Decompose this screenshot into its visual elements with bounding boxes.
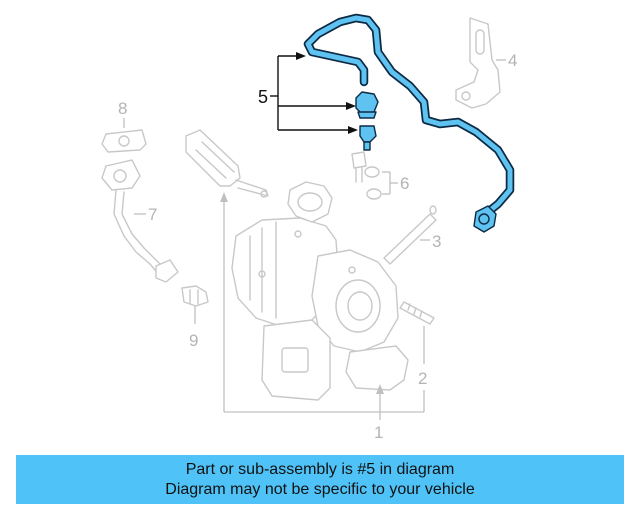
info-banner: Part or sub-assembly is #5 in diagram Di… (16, 455, 624, 504)
part-7-oil-pipe: 7 (101, 159, 179, 283)
callout-5: 5 (258, 87, 268, 107)
part-9-fitting: 9 (181, 285, 209, 350)
part-4-bracket: 4 (455, 17, 517, 109)
wastegate-actuator (185, 129, 269, 198)
part-2-stud: 2 (399, 301, 435, 412)
callout-3: 3 (432, 232, 441, 251)
banner-line-1: Part or sub-assembly is #5 in diagram (185, 461, 455, 478)
callout-4: 4 (508, 51, 517, 70)
callout-8: 8 (118, 99, 127, 118)
callout-9: 9 (189, 331, 198, 350)
banner-line-2: Diagram may not be specific to your vehi… (165, 481, 475, 498)
part-1-turbocharger: 1 (220, 181, 424, 442)
part-3-stud: 3 (383, 205, 441, 265)
callout-5-leaders: 5 (258, 52, 358, 134)
callout-2: 2 (418, 369, 427, 388)
callout-6: 6 (400, 174, 409, 193)
part-5-oil-pipe-assembly (303, 13, 515, 233)
callout-1: 1 (374, 423, 383, 442)
callout-7: 7 (148, 205, 157, 224)
part-6-bolt: 6 (351, 151, 409, 200)
part-8-gasket: 8 (101, 99, 147, 153)
